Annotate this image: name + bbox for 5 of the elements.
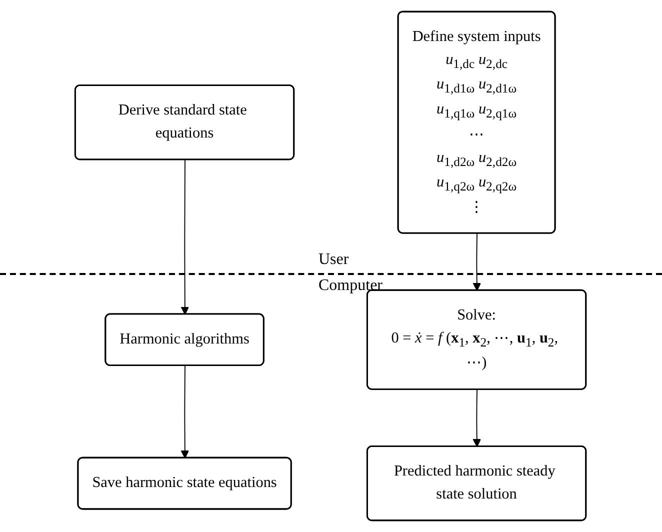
- arrow: [181, 159, 190, 315]
- arrow: [473, 389, 482, 448]
- arrow: [473, 233, 482, 291]
- arrow: [181, 365, 190, 458]
- region-label: User: [318, 251, 349, 270]
